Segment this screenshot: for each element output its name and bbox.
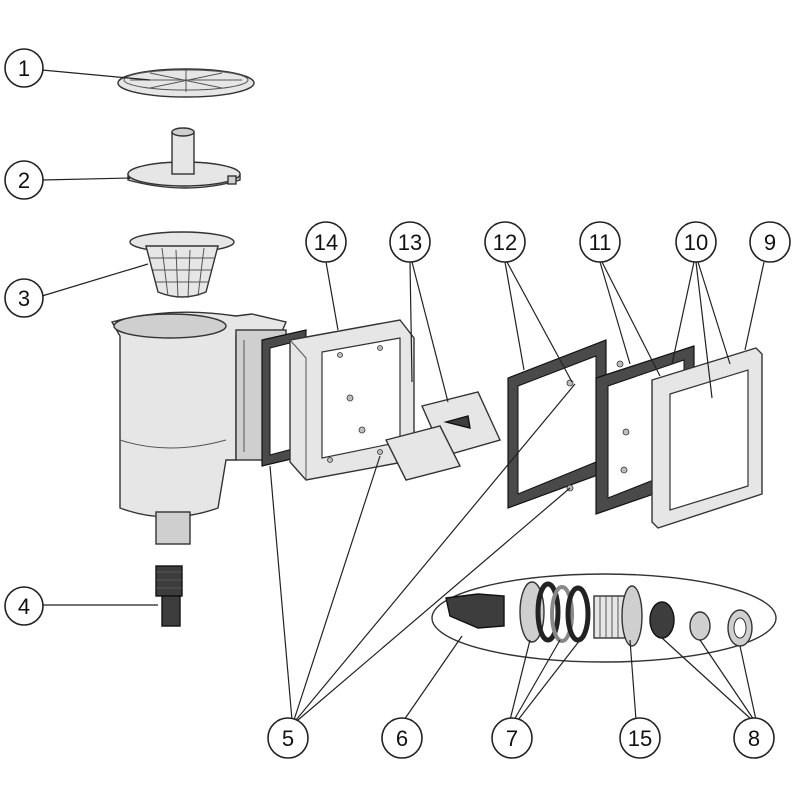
part-lid (117, 68, 255, 98)
callout-3: 3 (4, 278, 44, 318)
callout-label: 7 (506, 726, 518, 751)
callout-13: 13 (389, 221, 431, 263)
callout-12: 12 (484, 221, 526, 263)
callout-4: 4 (4, 586, 44, 626)
part-hose-adapter (155, 565, 183, 627)
callout-7: 7 (491, 717, 533, 759)
part-weir-flaps (384, 391, 501, 481)
callout-label: 15 (628, 726, 652, 751)
callout-label: 10 (684, 230, 708, 255)
callout-14: 14 (305, 221, 347, 263)
part-nuts-rings (519, 581, 591, 643)
callout-9: 9 (749, 221, 791, 263)
callout-label: 12 (493, 230, 517, 255)
leader-lines (41, 69, 765, 721)
callout-label: 5 (282, 726, 294, 751)
part-threaded-fitting (593, 585, 643, 647)
callout-label: 1 (18, 56, 30, 81)
callout-label: 14 (314, 230, 338, 255)
callout-label: 11 (589, 230, 612, 255)
callout-2: 2 (4, 160, 44, 200)
part-skimmer-body (110, 311, 287, 545)
callout-8: 8 (733, 717, 775, 759)
callout-1: 1 (4, 48, 44, 88)
callout-11: 11 (579, 221, 621, 263)
callout-label: 8 (748, 726, 760, 751)
part-reducers (649, 601, 753, 647)
part-basket (129, 231, 235, 299)
part-mouth-frame (289, 319, 415, 481)
callout-label: 3 (18, 286, 30, 311)
part-faceplate (651, 347, 763, 529)
callout-label: 6 (396, 726, 408, 751)
callout-label: 2 (18, 168, 30, 193)
callout-5: 5 (267, 717, 309, 759)
callout-15: 15 (619, 717, 661, 759)
fittings-group-outline (431, 573, 777, 663)
part-adapter-plate (127, 127, 241, 189)
callout-10: 10 (675, 221, 717, 263)
callout-label: 13 (398, 230, 422, 255)
callout-label: 4 (18, 594, 30, 619)
part-hose-tail (445, 593, 505, 629)
part-front-gasket (507, 339, 607, 509)
callout-label: 9 (764, 230, 776, 255)
callout-6: 6 (381, 717, 423, 759)
